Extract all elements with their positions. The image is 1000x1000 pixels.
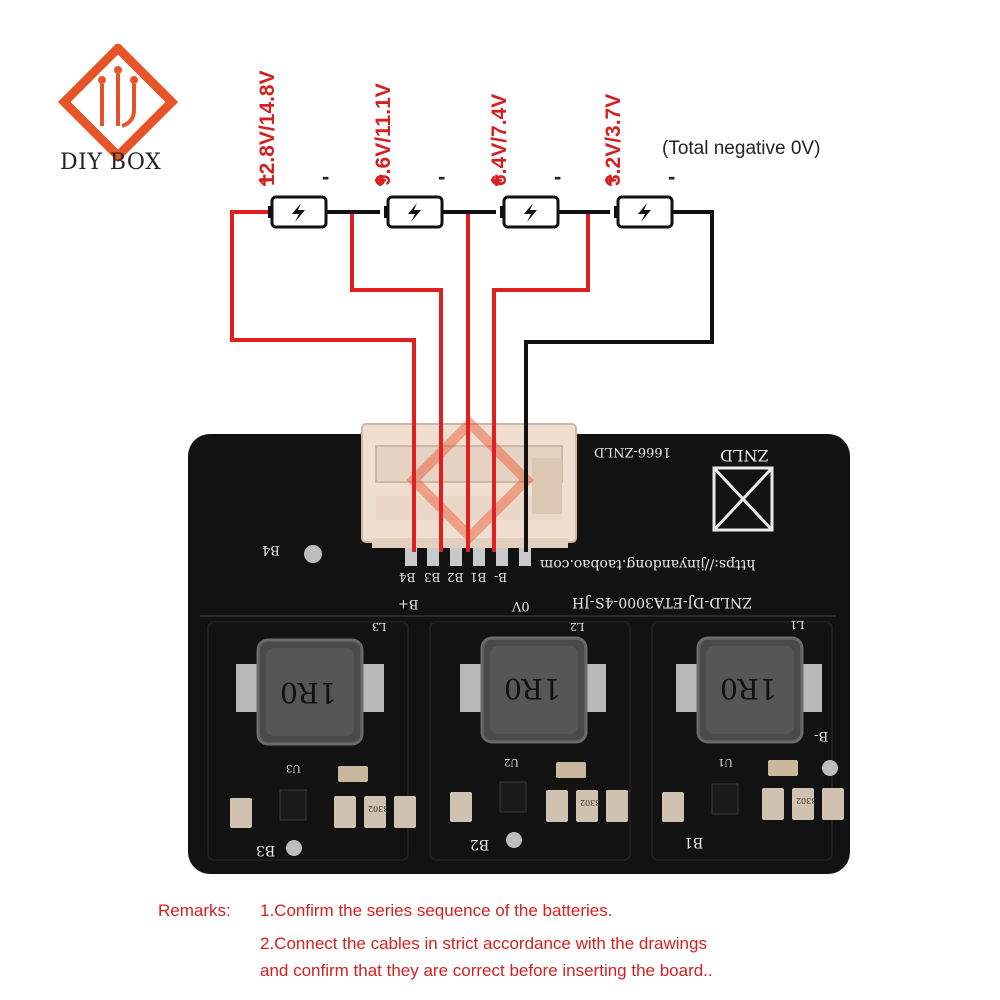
resistor-code: 3302 — [580, 798, 601, 807]
side-label: B- — [814, 728, 829, 743]
remark-line-1: 1.Confirm the series sequence of the bat… — [260, 901, 613, 920]
brand-mark: ZNLD — [720, 446, 769, 465]
minus-sign: - — [322, 164, 330, 189]
chip-ref: U2 — [504, 756, 519, 767]
wire-b3 — [350, 212, 443, 552]
wire-b4 — [230, 210, 416, 552]
part-code: 1666-ZNLD — [594, 444, 671, 459]
total-negative-label: (Total negative 0V) — [662, 138, 821, 159]
plus-sign: + — [604, 168, 617, 193]
inductor-ref: L2 — [570, 620, 585, 633]
resistor-code: 3302 — [368, 804, 389, 813]
remark-line-3: and confirm that they are correct before… — [260, 961, 713, 980]
inductor-l2 — [460, 636, 606, 744]
corner-label: B4 — [262, 542, 280, 557]
inductor-ref: L1 — [790, 618, 805, 631]
pin-label-b2: B2 — [447, 570, 464, 584]
cell-label-b1: B1 — [684, 834, 704, 850]
minus-sign: - — [554, 164, 562, 189]
cell-label-b3: B3 — [256, 842, 276, 858]
battery-bolt-icon — [614, 195, 674, 229]
minus-sign: - — [668, 164, 676, 189]
logo-text: DIY BOX — [60, 150, 162, 175]
model-text: ZNLD-DJ-ETA3000-4S-JH — [572, 594, 752, 610]
pin-label-b1: B1 — [470, 570, 487, 584]
wire-b1 — [492, 212, 590, 552]
url-text: https://jinyandong.taobao.com — [540, 556, 756, 572]
inductor-marking: 1R0 — [504, 672, 561, 705]
cell-label-b2: B2 — [470, 836, 490, 852]
minus-sign: - — [438, 164, 446, 189]
chip-ref: U1 — [718, 756, 733, 767]
battery-bolt-icon — [500, 195, 560, 229]
pin-group-right: 0V — [512, 598, 530, 613]
inductor-ref: L3 — [372, 620, 387, 633]
resistor-code: 3302 — [796, 796, 817, 805]
plus-sign: + — [258, 168, 271, 193]
inductor-l1 — [676, 636, 822, 744]
wire-b-minus — [524, 210, 714, 552]
inductor-marking: 1R0 — [280, 676, 337, 709]
pin-label-b3: B3 — [424, 570, 441, 584]
plus-sign: + — [490, 168, 503, 193]
inductor-marking: 1R0 — [720, 672, 777, 705]
pin-label-b4: B4 — [399, 570, 416, 584]
diy-box-logo — [58, 44, 178, 163]
plus-sign: + — [374, 168, 387, 193]
battery-bolt-icon — [384, 195, 444, 229]
inductor-l3 — [236, 638, 384, 746]
remarks-lead: Remarks: — [158, 901, 231, 920]
pin-label-b-minus: B- — [494, 570, 508, 584]
pin-group-left: B+ — [398, 596, 419, 611]
battery-bolt-icon — [268, 195, 328, 229]
chip-ref: U3 — [286, 762, 301, 773]
remark-line-2: 2.Connect the cables in strict accordanc… — [260, 934, 707, 953]
